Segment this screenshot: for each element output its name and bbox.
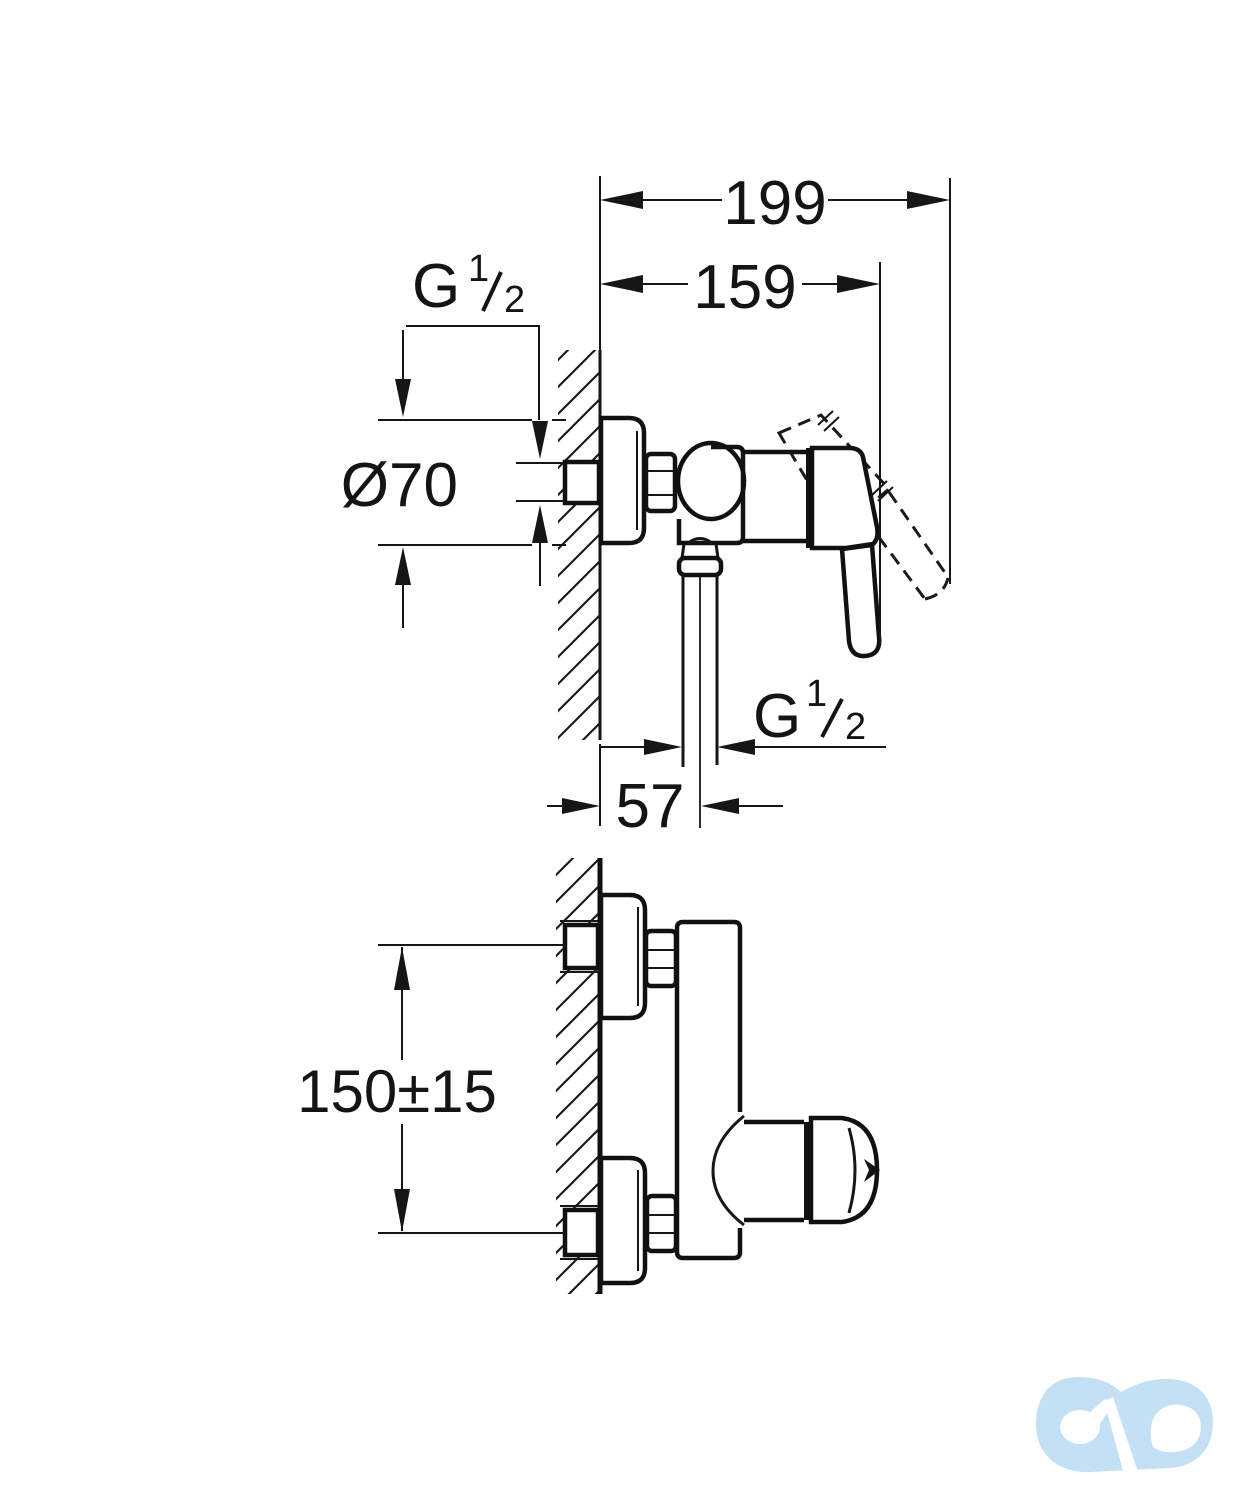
dim-escutcheon-diameter-label: Ø70 — [341, 451, 458, 520]
lever-base — [809, 445, 880, 551]
thread-letter: G — [412, 252, 460, 321]
ball-joint — [675, 440, 747, 522]
fraction-slash — [481, 271, 503, 312]
mixer-body — [674, 919, 743, 1261]
escutcheon-top — [598, 892, 648, 1021]
outlet-connection — [676, 537, 724, 828]
mixer-body — [743, 449, 806, 544]
thread-denominator: 2 — [845, 706, 866, 748]
escutcheon — [598, 415, 647, 546]
dim-total-depth-label: 199 — [723, 169, 826, 238]
outlet-collar — [676, 555, 724, 578]
lever-alt-position — [776, 410, 950, 601]
knob-seam — [804, 1122, 811, 1220]
watermark-logo — [1036, 1377, 1213, 1478]
hex-nut-top — [643, 928, 679, 989]
dim-wall-to-outlet-label: 57 — [616, 772, 685, 841]
plan-view — [556, 858, 880, 1294]
dim-depth-to-handle: 159 — [600, 253, 880, 322]
cartridge-cylinder — [744, 1119, 804, 1223]
cartridge-cone — [711, 1114, 745, 1227]
thread-denominator: 2 — [504, 279, 525, 321]
hex-nut — [643, 451, 678, 514]
thread-size-label-top: G 1 2 — [406, 248, 548, 459]
dim-total-depth: 199 — [600, 169, 950, 238]
fraction-slash — [820, 698, 844, 738]
handle-seam — [806, 448, 812, 548]
thread-size-label-outlet: G 1 2 — [600, 673, 886, 755]
dim-wall-to-outlet: 57 — [547, 772, 783, 841]
thread-numerator: 1 — [806, 673, 827, 715]
hex-nut-bottom — [644, 1193, 679, 1254]
cartridge-knob — [808, 1115, 880, 1225]
inlet-fitting-bottom — [560, 1205, 601, 1260]
dim-depth-to-handle-label: 159 — [693, 253, 796, 322]
knob-dome-line — [847, 1127, 857, 1214]
inlet-union-square — [562, 922, 601, 971]
leader-line — [406, 325, 540, 420]
thread-numerator: 1 — [468, 248, 489, 290]
lever-handle — [839, 542, 882, 659]
plan-view-dimensions: 150±15 — [297, 944, 565, 1234]
dim-connection-spacing-label: 150±15 — [297, 1058, 497, 1125]
ball-housing — [676, 444, 746, 546]
temperature-indicator — [864, 1159, 880, 1182]
escutcheon-bottom — [598, 1155, 648, 1286]
side-view — [516, 350, 950, 828]
inlet-fitting — [516, 459, 602, 506]
inlet-union-square — [562, 1207, 601, 1258]
inlet-fitting-top — [560, 920, 601, 973]
dim-connection-spacing: 150±15 — [297, 944, 565, 1234]
side-view-dimensions: 199 159 G 1 2 — [341, 169, 951, 841]
thread-letter: G — [753, 682, 801, 751]
inlet-union-square — [562, 459, 602, 506]
dim-escutcheon-diameter: Ø70 — [341, 330, 566, 628]
